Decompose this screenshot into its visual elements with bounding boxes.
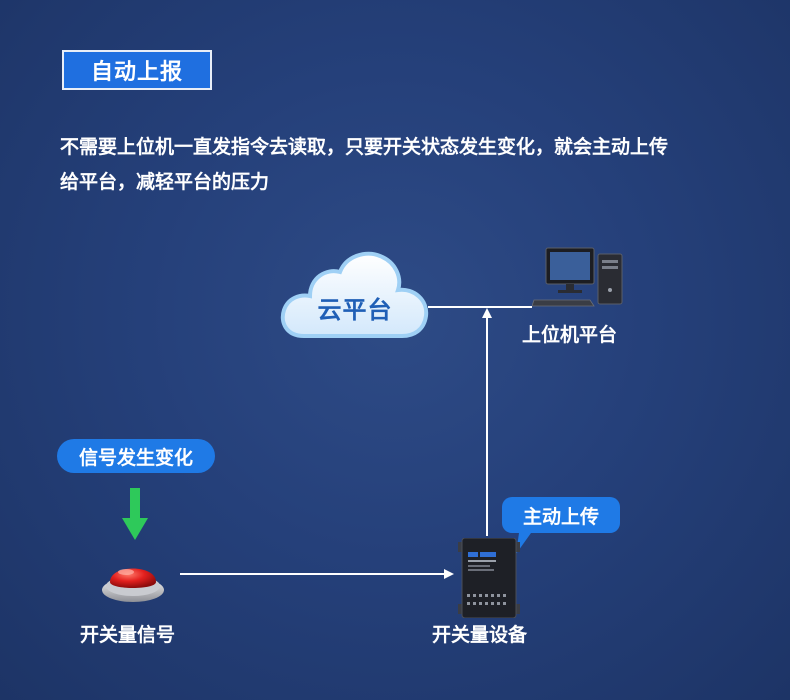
active-upload-callout: 主动上传 xyxy=(502,497,620,533)
callout-tail xyxy=(516,526,536,554)
switch-signal-label: 开关量信号 xyxy=(80,624,176,646)
cloud-icon xyxy=(280,251,429,338)
signal-change-callout: 信号发生变化 xyxy=(57,439,215,473)
description-line-2: 给平台，减轻平台的压力 xyxy=(60,171,270,193)
description-line-1: 不需要上位机一直发指令去读取，只要开关状态发生变化，就会主动上传 xyxy=(60,136,669,158)
host-platform-label: 上位机平台 xyxy=(522,324,618,346)
section-title: 自动上报 xyxy=(90,60,183,85)
io-module-device-icon xyxy=(458,538,520,618)
desktop-computer-icon xyxy=(532,247,623,307)
description-text: 不需要上位机一直发指令去读取，只要开关状态发生变化，就会主动上传 给平台，减轻平… xyxy=(60,130,760,200)
section-title-badge: 自动上报 xyxy=(62,50,212,90)
switch-device-label: 开关量设备 xyxy=(432,624,528,646)
red-push-button-icon xyxy=(102,568,164,602)
down-arrow-icon xyxy=(122,488,148,540)
cloud-platform-label: 云平台 xyxy=(317,296,393,324)
